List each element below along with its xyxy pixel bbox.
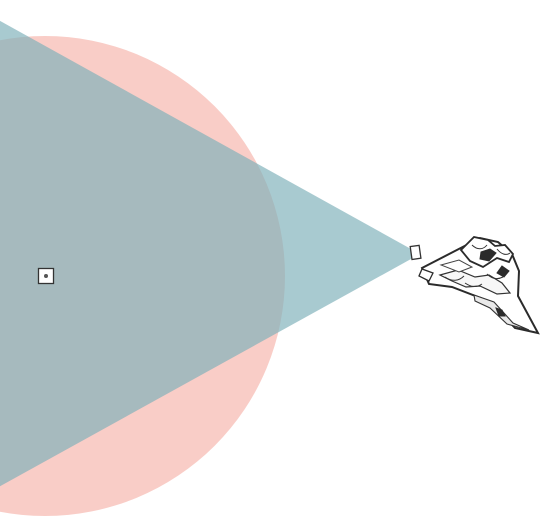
center-handle-dot	[44, 274, 48, 278]
rotate-handle[interactable]	[410, 245, 421, 259]
unit-sprite[interactable]	[419, 237, 538, 333]
